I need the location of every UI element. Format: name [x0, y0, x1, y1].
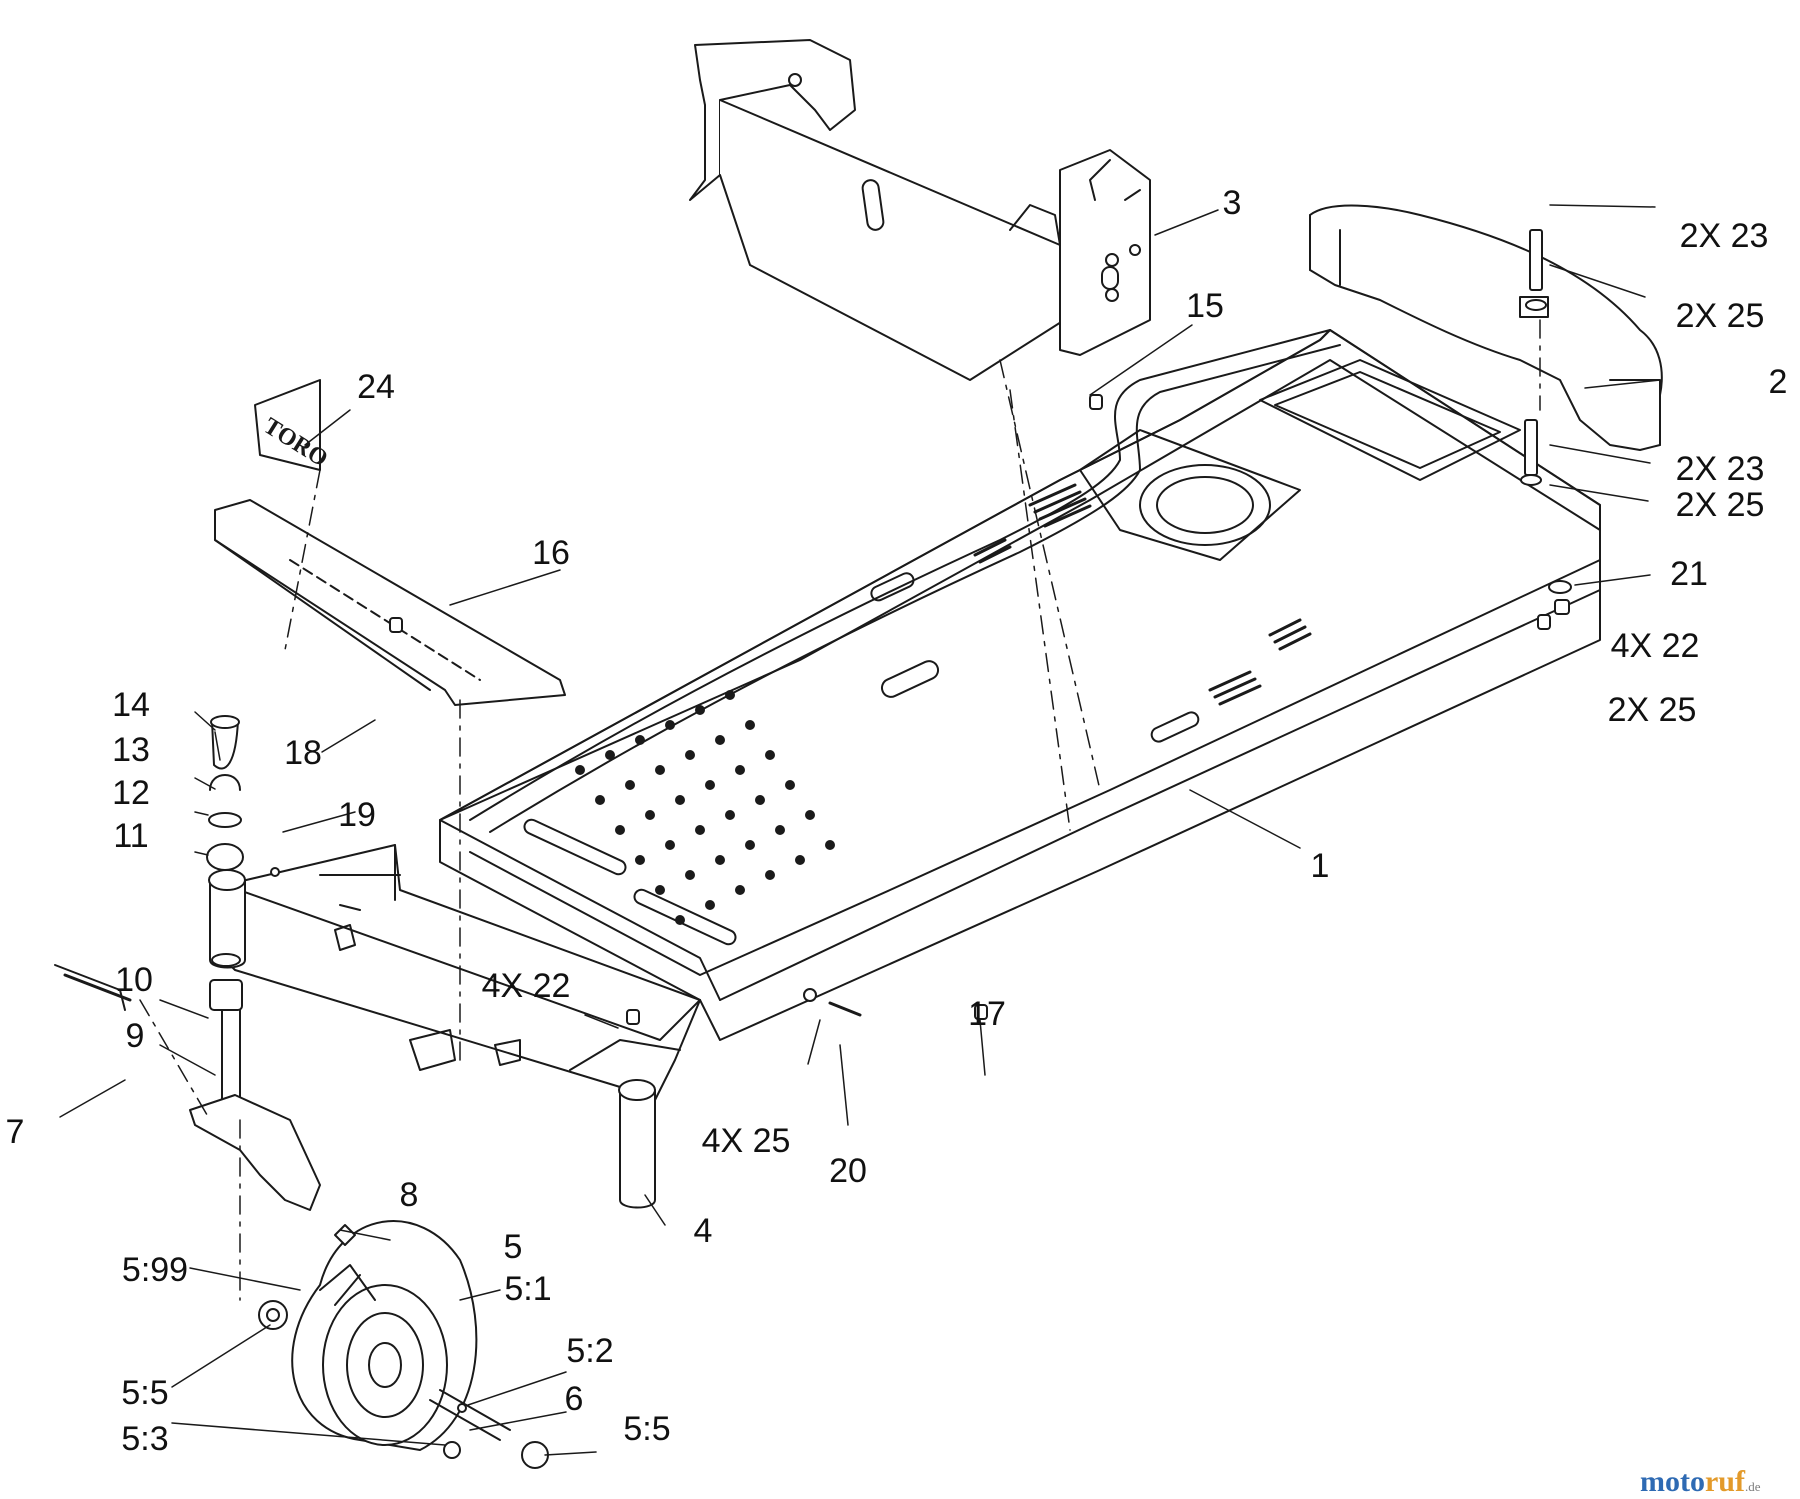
- front-axle: [208, 844, 701, 1209]
- callout-4x25: 4X 25: [701, 1122, 791, 1160]
- callout-4x22-left: 4X 22: [481, 967, 571, 1005]
- callout-5-2: 5:2: [566, 1332, 614, 1370]
- callout-5-5-left: 5:5: [121, 1374, 169, 1412]
- wheel-assembly: [258, 1220, 549, 1469]
- leader-lines: [59, 204, 1661, 1456]
- callout-4x22-right: 4X 22: [1610, 627, 1700, 665]
- callout-5-1: 5:1: [504, 1270, 552, 1308]
- callout-8: 8: [399, 1176, 419, 1214]
- caster-hardware-stack: [206, 715, 244, 1011]
- callout-3: 3: [1222, 184, 1242, 222]
- callout-13: 13: [112, 731, 150, 769]
- callout-2: 2: [1768, 363, 1788, 401]
- callout-2x23-top: 2X 23: [1679, 217, 1769, 255]
- watermark-part-1: moto: [1640, 1465, 1705, 1498]
- watermark-part-3: .de: [1744, 1479, 1761, 1494]
- callout-2x23-mid: 2X 23: [1675, 450, 1765, 488]
- seat-mount-bracket: [689, 39, 1151, 381]
- callout-20: 20: [829, 1152, 867, 1190]
- main-frame: [439, 329, 1601, 1041]
- callout-1: 1: [1310, 847, 1330, 885]
- callout-2x25-low: 2X 25: [1607, 691, 1697, 729]
- watermark-logo: motoruf.de: [1640, 1465, 1761, 1499]
- callout-21: 21: [1670, 555, 1708, 593]
- callout-5-3: 5:3: [121, 1420, 169, 1458]
- callout-5-5-right: 5:5: [623, 1410, 671, 1448]
- callout-5: 5: [503, 1228, 523, 1266]
- front-plate: [214, 499, 566, 706]
- callout-2x25-mid: 2X 25: [1675, 486, 1765, 524]
- callout-11: 11: [113, 817, 149, 855]
- callout-17: 17: [968, 995, 1006, 1033]
- callout-15: 15: [1186, 287, 1224, 325]
- callout-2x25-top: 2X 25: [1675, 297, 1765, 335]
- callout-12: 12: [112, 774, 150, 812]
- callout-6: 6: [564, 1380, 584, 1418]
- callout-7: 7: [5, 1113, 25, 1151]
- callout-24: 24: [357, 368, 395, 406]
- callout-14: 14: [112, 686, 150, 724]
- callout-5-99: 5:99: [121, 1251, 189, 1289]
- callout-16: 16: [532, 534, 570, 572]
- caster-fork: [54, 964, 321, 1211]
- callout-10: 10: [115, 961, 153, 999]
- callout-9: 9: [125, 1017, 145, 1055]
- callout-4: 4: [693, 1212, 713, 1250]
- toro-decal: TORO: [254, 379, 332, 472]
- callout-18: 18: [284, 734, 322, 772]
- assembly-lines: [139, 319, 1541, 1301]
- callout-19: 19: [338, 796, 376, 834]
- watermark-part-2: ruf: [1704, 1465, 1745, 1498]
